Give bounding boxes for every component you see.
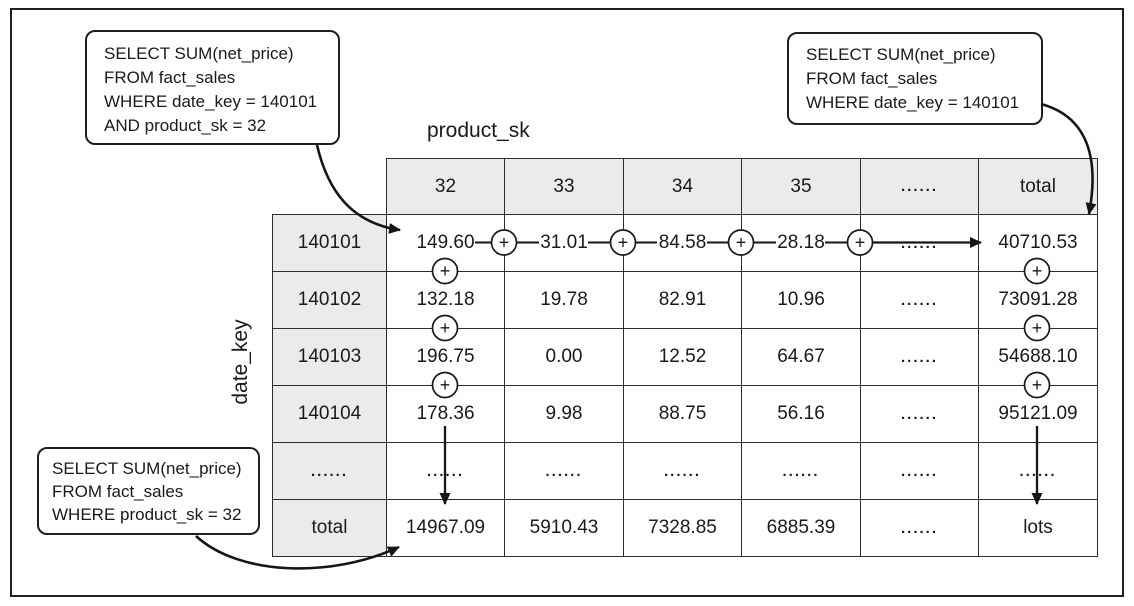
- table-cell: 31.01: [504, 214, 624, 272]
- sql-line: WHERE product_sk = 32: [52, 505, 242, 524]
- sql-line: FROM fact_sales: [806, 69, 938, 88]
- row-header-ellipsis: ......: [272, 442, 387, 500]
- table-cell-row-total: 40710.53: [978, 214, 1098, 272]
- table-cell: 56.16: [741, 385, 861, 443]
- table-cell: 64.67: [741, 328, 861, 386]
- column-header: 35: [741, 158, 861, 215]
- table-cell: 10.96: [741, 271, 861, 329]
- sql-line: SELECT SUM(net_price): [104, 44, 294, 63]
- table-cell: 88.75: [623, 385, 742, 443]
- table-cell-ellipsis: ......: [504, 442, 624, 500]
- sql-callout-column-total-query: SELECT SUM(net_price) FROM fact_sales WH…: [37, 447, 260, 535]
- table-cell-ellipsis: ......: [860, 442, 979, 500]
- table-cell: 149.60: [386, 214, 505, 272]
- table-cell-column-total: 14967.09: [386, 499, 505, 557]
- corner-cell: [273, 159, 387, 215]
- sql-line: FROM fact_sales: [104, 68, 236, 87]
- table-cell: 178.36: [386, 385, 505, 443]
- row-header: 140104: [272, 385, 387, 443]
- table-cell: 19.78: [504, 271, 624, 329]
- column-header-ellipsis: ......: [860, 158, 979, 215]
- table-cell-row-total: 73091.28: [978, 271, 1098, 329]
- sql-line: FROM fact_sales: [52, 482, 184, 501]
- table-cell: 132.18: [386, 271, 505, 329]
- table-cell-ellipsis: ......: [860, 214, 979, 272]
- table-cell-row-total: 54688.10: [978, 328, 1098, 386]
- column-header: 34: [623, 158, 742, 215]
- table-row: 140102 132.18 19.78 82.91 10.96 ...... 7…: [272, 271, 1098, 329]
- row-header-total: total: [272, 499, 387, 557]
- table-cell-ellipsis: ......: [741, 442, 861, 500]
- table-cell-column-total: 7328.85: [623, 499, 742, 557]
- table-cell-row-total: 95121.09: [978, 385, 1098, 443]
- table-cell-ellipsis: ......: [623, 442, 742, 500]
- table-row-ellipsis: ...... ...... ...... ...... ...... .....…: [272, 442, 1098, 500]
- sql-callout-row-total-query: SELECT SUM(net_price) FROM fact_sales WH…: [787, 32, 1043, 125]
- table-cell-ellipsis: ......: [860, 328, 979, 386]
- table-cell: 196.75: [386, 328, 505, 386]
- sql-line: SELECT SUM(net_price): [52, 459, 242, 478]
- table-cell-ellipsis: ......: [860, 385, 979, 443]
- row-header: 140102: [272, 271, 387, 329]
- row-header: 140103: [272, 328, 387, 386]
- product-sk-axis-label: product_sk: [427, 119, 530, 142]
- date-key-axis-label: date_key: [229, 319, 252, 405]
- table-cell-ellipsis: ......: [860, 271, 979, 329]
- sql-line: AND product_sk = 32: [104, 116, 267, 135]
- table-cell: 84.58: [623, 214, 742, 272]
- sql-line: WHERE date_key = 140101: [104, 92, 318, 111]
- table-cell: 28.18: [741, 214, 861, 272]
- column-header-row: 32 33 34 35 ...... total: [273, 158, 1098, 215]
- column-header: 32: [386, 158, 505, 215]
- table-cell-ellipsis: ......: [978, 442, 1098, 500]
- column-header-total: total: [978, 158, 1098, 215]
- data-cube-table: 32 33 34 35 ...... total 140101 149.60 3…: [272, 158, 1098, 557]
- table-row: 140101 149.60 31.01 84.58 28.18 ...... 4…: [272, 214, 1098, 272]
- table-cell: 0.00: [504, 328, 624, 386]
- table-cell-ellipsis: ......: [860, 499, 979, 557]
- table-cell-column-total: 5910.43: [504, 499, 624, 557]
- table-row: 140104 178.36 9.98 88.75 56.16 ...... 95…: [272, 385, 1098, 443]
- table-row-totals: total 14967.09 5910.43 7328.85 6885.39 .…: [272, 499, 1098, 557]
- table-cell-grand-total: lots: [978, 499, 1098, 557]
- table-cell-column-total: 6885.39: [741, 499, 861, 557]
- table-cell: 82.91: [623, 271, 742, 329]
- sql-line: SELECT SUM(net_price): [806, 45, 996, 64]
- column-header: 33: [504, 158, 624, 215]
- row-header: 140101: [272, 214, 387, 272]
- sql-line: WHERE date_key = 140101: [806, 93, 1020, 112]
- sql-callout-cell-query: SELECT SUM(net_price) FROM fact_sales WH…: [85, 30, 340, 145]
- table-cell: 9.98: [504, 385, 624, 443]
- table-cell-ellipsis: ......: [386, 442, 505, 500]
- table-row: 140103 196.75 0.00 12.52 64.67 ...... 54…: [272, 328, 1098, 386]
- table-cell: 12.52: [623, 328, 742, 386]
